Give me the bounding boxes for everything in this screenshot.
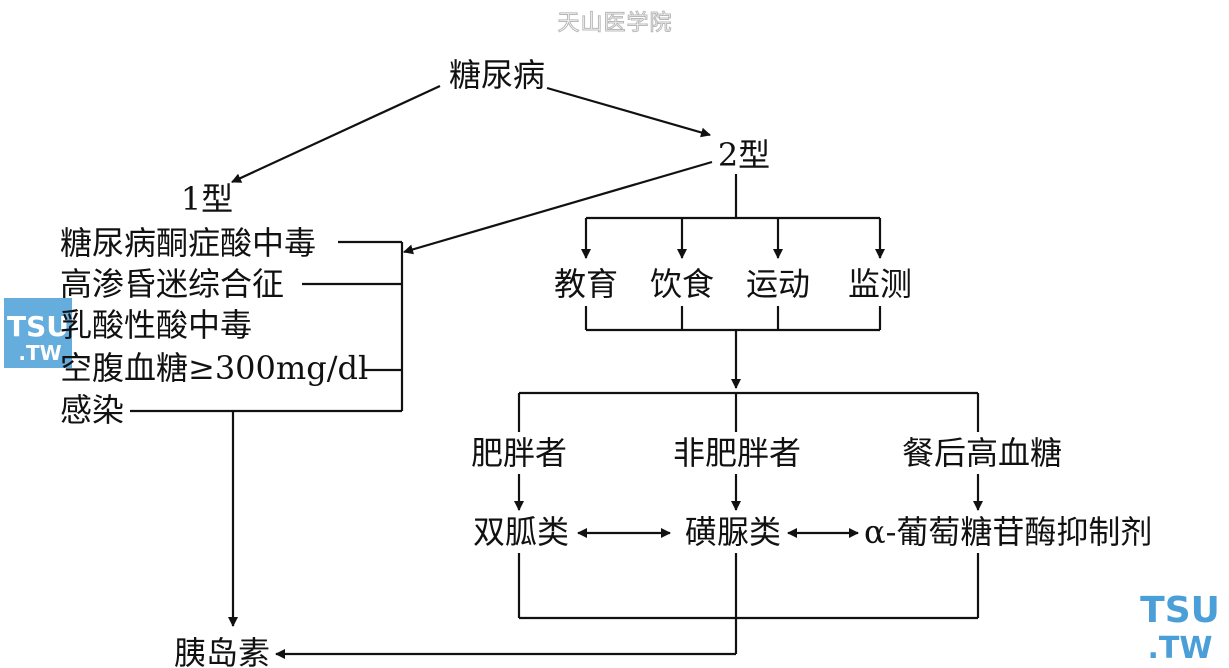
node-diabetes: 糖尿病: [449, 56, 545, 94]
node-type1: 1型: [181, 180, 233, 218]
node-type2: 2型: [718, 136, 770, 174]
logo-line1: TSU: [1140, 590, 1220, 631]
complication-item: 空腹血糖≥300mg/dl: [60, 349, 368, 387]
measure-education: 教育: [554, 265, 618, 303]
measure-diet: 饮食: [650, 265, 714, 303]
connectors: [130, 85, 983, 659]
group-non-obese: 非肥胖者: [673, 434, 801, 472]
node-insulin: 胰岛素: [174, 634, 270, 668]
arrow-to-type2: [546, 86, 711, 138]
logo-line2: .TW: [18, 341, 61, 365]
logo-background: [4, 298, 72, 368]
watermark-logo-right: TSU .TW: [1140, 590, 1220, 666]
measure-monitoring: 监测: [848, 265, 912, 303]
arrow-type2-to-complications: [403, 160, 713, 255]
group-obese: 肥胖者: [471, 434, 567, 472]
logo-line2: .TW: [1148, 631, 1213, 666]
complication-item: 乳酸性酸中毒: [60, 306, 252, 344]
watermark-logo-left: TSU .TW: [4, 298, 72, 368]
drug-alpha-glucosidase-inhibitors: α-葡萄糖苷酶抑制剂: [864, 513, 1152, 551]
measure-exercise: 运动: [746, 265, 810, 303]
watermark-text: 天山医学院: [557, 11, 672, 36]
complication-item: 糖尿病酮症酸中毒: [60, 224, 316, 262]
arrow-to-type1: [231, 85, 441, 183]
complication-item: 高渗昏迷综合征: [60, 265, 284, 303]
complication-item: 感染: [60, 391, 124, 429]
logo-line1: TSU: [7, 310, 69, 343]
group-postprandial-hyperglycemia: 餐后高血糖: [902, 434, 1062, 472]
drug-sulfonylureas: 磺脲类: [685, 513, 781, 551]
drug-biguanides: 双胍类: [473, 513, 569, 551]
